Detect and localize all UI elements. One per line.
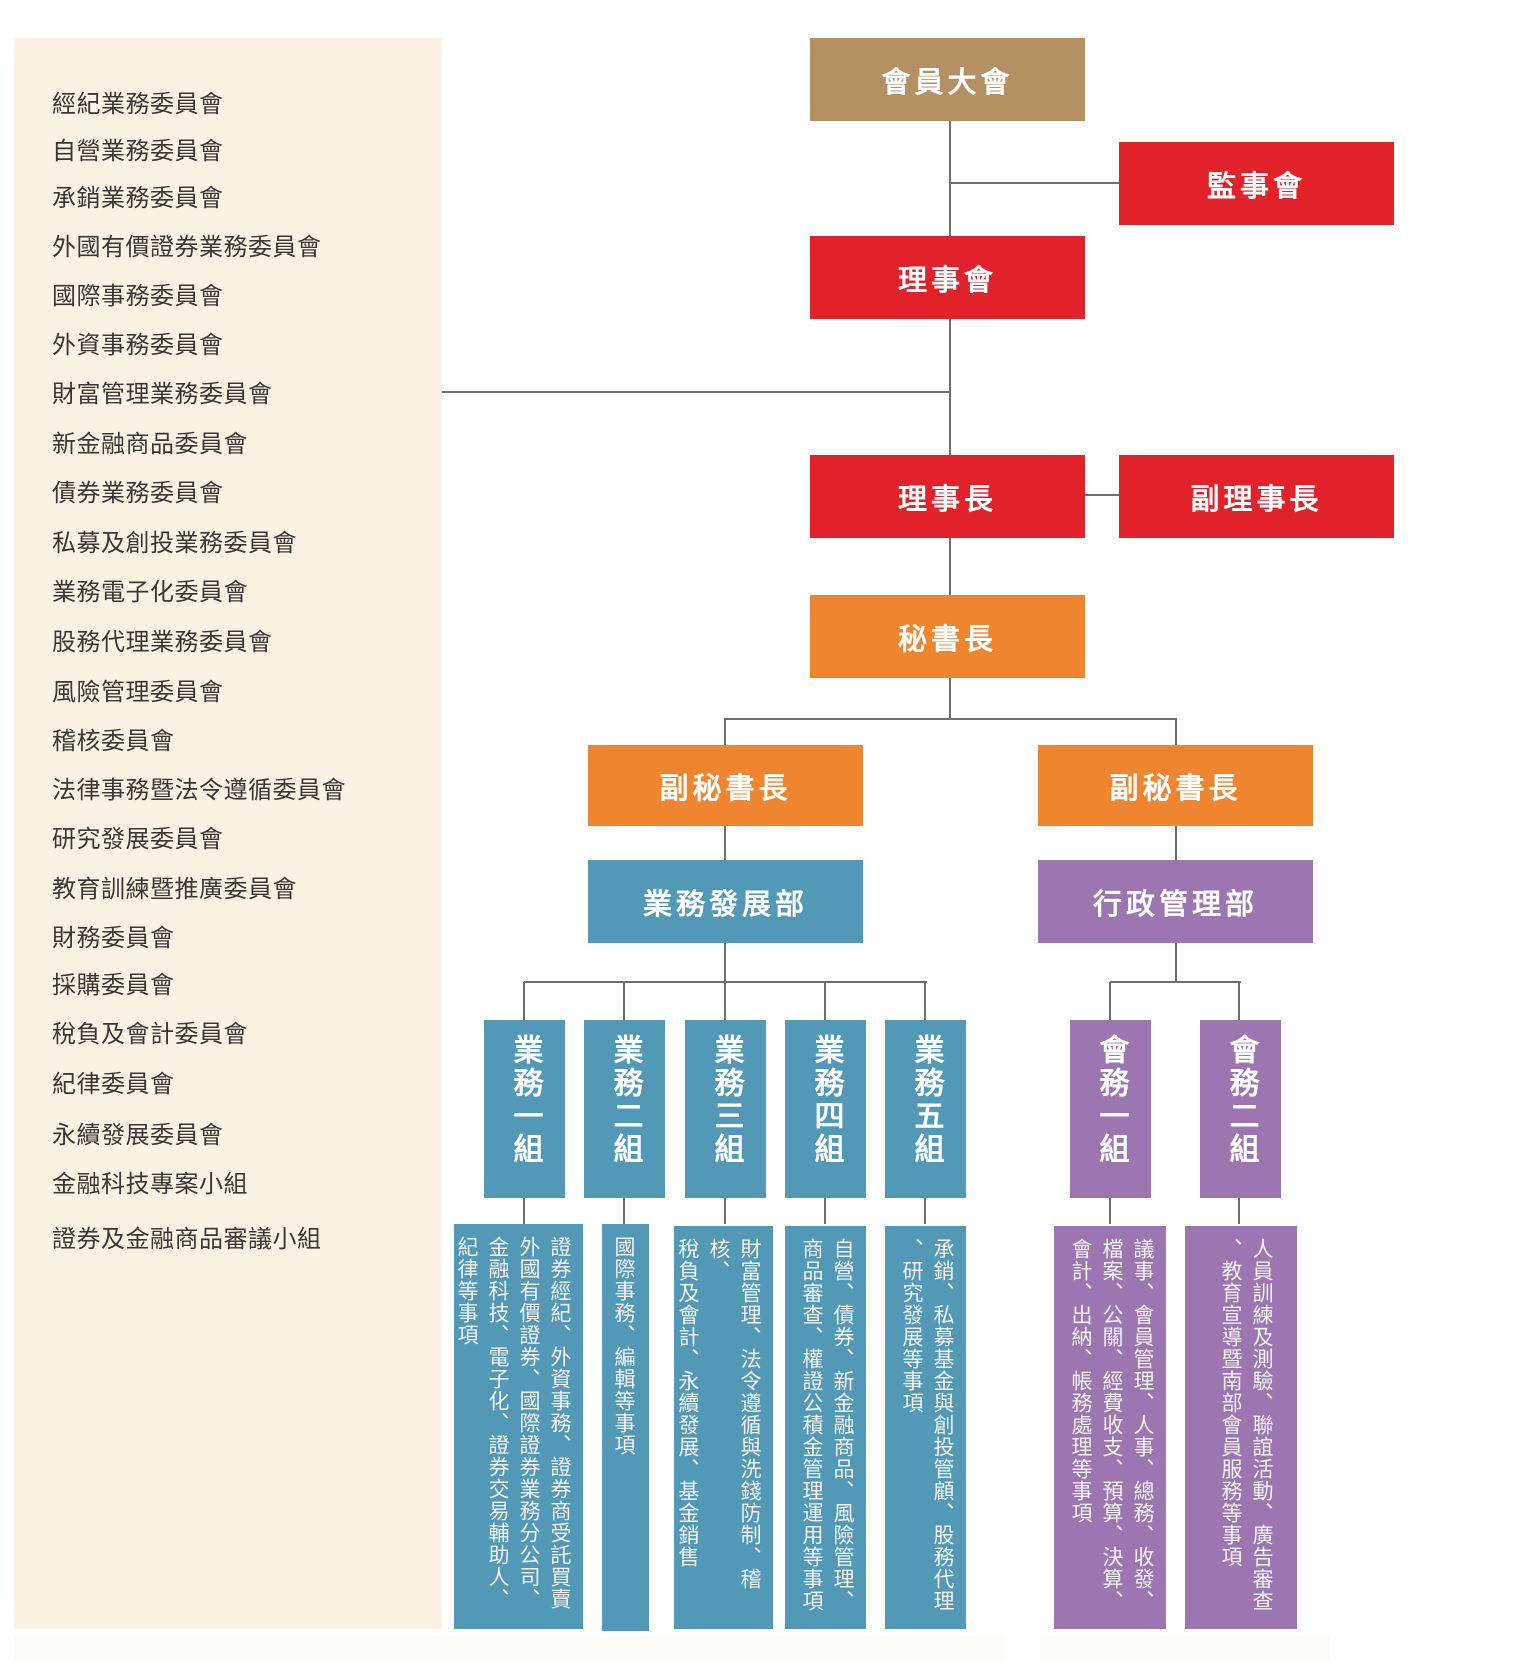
connector-committees — [442, 391, 950, 393]
general-assembly-box: 會員大會 — [810, 38, 1085, 121]
group-box-business-4: 業務四組 — [785, 1020, 866, 1198]
group-box-business-3: 業務三組 — [685, 1020, 766, 1198]
committee-item: 紀律委員會 — [52, 1070, 175, 1098]
admin-dept-box: 行政管理部 — [1038, 860, 1313, 943]
desc-text: 國際事務、編輯等事項 — [612, 1236, 636, 1456]
desc-text: 自營、債券、新金融商品、風險管理、 商品審查、權證公積金管理運用等事項 — [800, 1238, 855, 1612]
committee-item: 風險管理委員會 — [52, 678, 224, 706]
connector-right-vertical — [1175, 719, 1177, 982]
group-label: 會務一組 — [1093, 1034, 1129, 1166]
group-label: 業務四組 — [808, 1034, 844, 1166]
group-label: 業務二組 — [607, 1034, 643, 1166]
committee-item: 永續發展委員會 — [52, 1121, 224, 1149]
board-box: 理事會 — [810, 236, 1085, 319]
committee-item: 經紀業務委員會 — [52, 90, 224, 118]
committee-item: 採購委員會 — [52, 971, 175, 999]
committee-item: 自營業務委員會 — [52, 137, 224, 165]
general-assembly-label: 會員大會 — [881, 64, 1014, 99]
desc-box-business-2: 國際事務、編輯等事項 — [602, 1224, 649, 1631]
supervisors-box: 監事會 — [1119, 142, 1394, 225]
connector-vice-chairman — [1085, 494, 1119, 496]
committee-item: 外國有價證券業務委員會 — [52, 233, 322, 261]
deputy-secretary-left-label: 副秘書長 — [659, 770, 792, 805]
connector-left-vertical — [724, 719, 726, 982]
desc-box-admin-1: 議事、會員管理、人事、總務、收發、 檔案、公關、經費收支、預算、決算、 會計、出… — [1054, 1226, 1166, 1629]
secretary-general-box: 秘書長 — [810, 595, 1085, 678]
desc-box-business-5: 承銷、私募基金與創投管顧、股務代理 、研究發展等事項 — [885, 1226, 966, 1629]
group-label: 會務二組 — [1223, 1034, 1259, 1166]
desc-box-business-3: 財富管理、法令遵循與洗錢防制、稽核、 稅負及會計、永續發展、基金銷售 等事項 — [674, 1226, 773, 1629]
chairman-label: 理事長 — [897, 481, 997, 516]
desc-box-business-4: 自營、債券、新金融商品、風險管理、 商品審查、權證公積金管理運用等事項 — [785, 1226, 866, 1629]
supervisors-label: 監事會 — [1206, 168, 1306, 203]
committee-item: 證券及金融商品審議小組 — [52, 1225, 322, 1253]
board-label: 理事會 — [897, 262, 997, 297]
committee-item: 稅負及會計委員會 — [52, 1020, 248, 1048]
desc-text: 證券經紀、外資事務、證券商受託買賣 外國有價證券、國際證券業務分公司、 金融科技… — [455, 1236, 572, 1610]
bottom-strip-right — [1040, 1636, 1330, 1660]
deputy-secretary-right-label: 副秘書長 — [1109, 770, 1242, 805]
business-dept-box: 業務發展部 — [588, 860, 863, 943]
committee-item: 法律事務暨法令遵循委員會 — [52, 776, 346, 804]
committee-item: 教育訓練暨推廣委員會 — [52, 875, 297, 903]
committee-item: 私募及創投業務委員會 — [52, 529, 297, 557]
committee-item: 股務代理業務委員會 — [52, 628, 273, 656]
desc-text: 人員訓練及測驗、聯誼活動、廣告審查 、教育宣導暨南部會員服務等事項 — [1219, 1238, 1274, 1612]
committee-item: 財務委員會 — [52, 924, 175, 952]
committee-item: 新金融商品委員會 — [52, 430, 248, 458]
connector-supervisors — [950, 182, 1119, 184]
committees-panel: 經紀業務委員會 自營業務委員會 承銷業務委員會 外國有價證券業務委員會 國際事務… — [14, 38, 442, 1629]
committee-item: 業務電子化委員會 — [52, 578, 248, 606]
connector-admin-branch — [1110, 981, 1241, 983]
chairman-box: 理事長 — [810, 455, 1085, 538]
connector-deputy-branch — [724, 718, 1177, 720]
committee-item: 債券業務委員會 — [52, 479, 224, 507]
admin-dept-label: 行政管理部 — [1092, 886, 1258, 921]
deputy-secretary-left-box: 副秘書長 — [588, 745, 863, 826]
group-box-business-1: 業務一組 — [484, 1020, 565, 1198]
committee-item: 稽核委員會 — [52, 727, 175, 755]
desc-box-admin-2: 人員訓練及測驗、聯誼活動、廣告審查 、教育宣導暨南部會員服務等事項 — [1185, 1226, 1297, 1629]
desc-text: 財富管理、法令遵循與洗錢防制、稽核、 稅負及會計、永續發展、基金銷售 等事項 — [676, 1238, 762, 1590]
group-box-admin-2: 會務二組 — [1200, 1020, 1281, 1198]
desc-text: 議事、會員管理、人事、總務、收發、 檔案、公關、經費收支、預算、決算、 會計、出… — [1069, 1238, 1155, 1612]
committee-item: 國際事務委員會 — [52, 282, 224, 310]
committee-item: 財富管理業務委員會 — [52, 380, 273, 408]
group-label: 業務一組 — [507, 1034, 543, 1166]
business-dept-label: 業務發展部 — [642, 886, 808, 921]
vice-chairman-box: 副理事長 — [1119, 455, 1394, 538]
committee-item: 外資事務委員會 — [52, 331, 224, 359]
committee-item: 研究發展委員會 — [52, 825, 224, 853]
group-box-admin-1: 會務一組 — [1070, 1020, 1151, 1198]
bottom-strip-left — [14, 1636, 1004, 1660]
vice-chairman-label: 副理事長 — [1190, 481, 1323, 516]
desc-box-business-1: 證券經紀、外資事務、證券商受託買賣 外國有價證券、國際證券業務分公司、 金融科技… — [454, 1224, 583, 1629]
group-box-business-5: 業務五組 — [885, 1020, 966, 1198]
committee-item: 承銷業務委員會 — [52, 184, 224, 212]
connector-main-vertical — [949, 121, 951, 595]
committee-item: 金融科技專案小組 — [52, 1170, 248, 1198]
group-label: 業務三組 — [708, 1034, 744, 1166]
connector-secretary-down — [949, 678, 951, 719]
deputy-secretary-right-box: 副秘書長 — [1038, 745, 1313, 826]
desc-text: 承銷、私募基金與創投管顧、股務代理 、研究發展等事項 — [900, 1238, 955, 1612]
group-label: 業務五組 — [908, 1034, 944, 1166]
secretary-general-label: 秘書長 — [897, 621, 997, 656]
group-box-business-2: 業務二組 — [584, 1020, 665, 1198]
